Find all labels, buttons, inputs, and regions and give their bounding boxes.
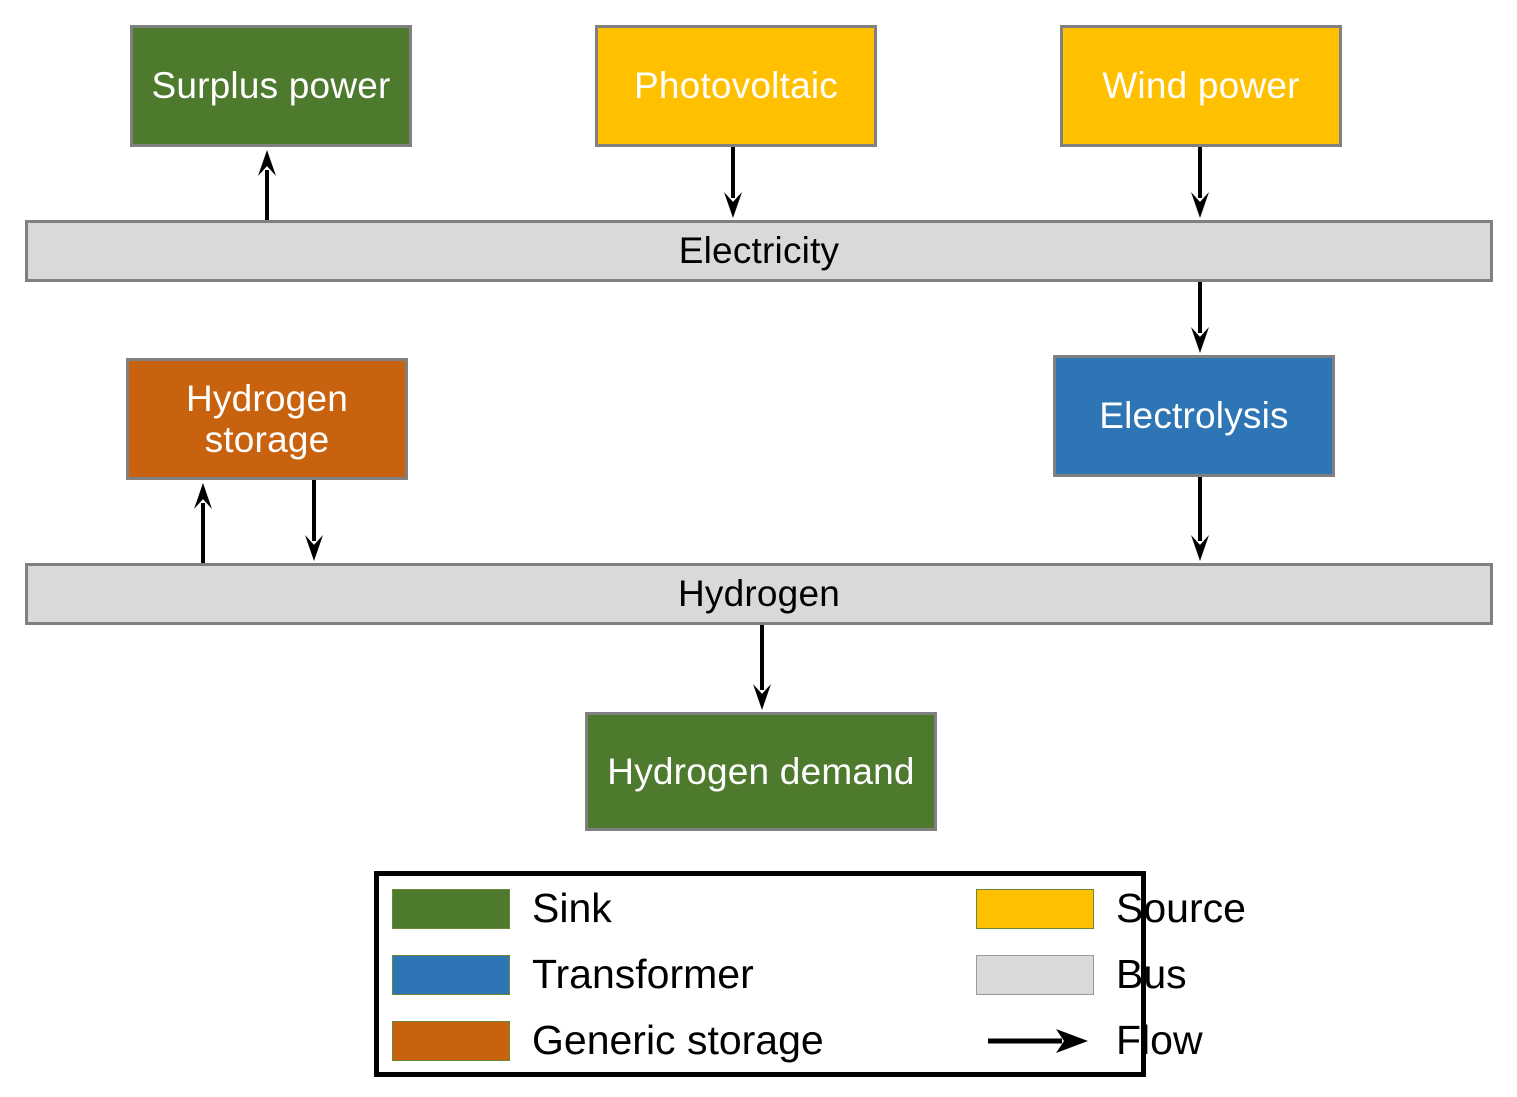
node-hydrogen-bus[interactable]: Hydrogen: [25, 563, 1493, 625]
flow-hydrogen-to-hydrogen-demand: [753, 625, 771, 710]
legend-label-flow: Flow: [1116, 1017, 1203, 1063]
node-label-electricity-bus: Electricity: [678, 230, 840, 272]
legend-flow-arrow-icon: [976, 1021, 1094, 1061]
legend-label-bus: Bus: [1116, 951, 1187, 997]
flow-hydrogen-to-hydrogen-storage: [194, 483, 212, 563]
node-label-wind-power: Wind power: [1102, 65, 1300, 107]
legend-swatch-bus: [976, 954, 1094, 995]
legend-swatch-generic-storage: [392, 1020, 510, 1061]
node-hydrogen-storage[interactable]: Hydrogen storage: [126, 358, 408, 480]
legend-swatch-transformer: [392, 954, 510, 995]
legend-item-sink: Sink: [392, 888, 612, 929]
flow-electricity-to-surplus-power: [258, 150, 276, 220]
flow-electrolysis-to-hydrogen: [1191, 477, 1209, 561]
legend-item-transformer: Transformer: [392, 954, 754, 995]
legend-item-bus: Bus: [976, 954, 1187, 995]
node-label-hydrogen-bus: Hydrogen: [677, 573, 841, 615]
node-photovoltaic[interactable]: Photovoltaic: [595, 25, 877, 147]
node-label-hydrogen-storage: Hydrogen storage: [185, 377, 349, 460]
node-wind-power[interactable]: Wind power: [1060, 25, 1342, 147]
legend-swatch-sink: [392, 888, 510, 929]
flow-hydrogen-storage-to-hydrogen: [305, 480, 323, 561]
flow-electricity-to-electrolysis: [1191, 282, 1209, 353]
node-surplus-power[interactable]: Surplus power: [130, 25, 412, 147]
legend-label-source: Source: [1116, 885, 1246, 931]
legend-swatch-source: [976, 888, 1094, 929]
node-label-surplus-power: Surplus power: [151, 65, 391, 107]
legend-item-source: Source: [976, 888, 1246, 929]
node-hydrogen-demand[interactable]: Hydrogen demand: [585, 712, 937, 831]
legend-item-flow: Flow: [976, 1020, 1203, 1061]
flow-photovoltaic-to-electricity: [724, 147, 742, 218]
node-label-photovoltaic: Photovoltaic: [634, 65, 838, 107]
flow-wind-power-to-electricity: [1191, 147, 1209, 218]
node-label-electrolysis: Electrolysis: [1099, 395, 1289, 437]
legend-label-sink: Sink: [532, 885, 612, 931]
node-electricity-bus[interactable]: Electricity: [25, 220, 1493, 282]
legend-label-generic-storage: Generic storage: [532, 1017, 824, 1063]
legend-label-transformer: Transformer: [532, 951, 754, 997]
node-electrolysis[interactable]: Electrolysis: [1053, 355, 1335, 477]
legend-item-generic-storage: Generic storage: [392, 1020, 824, 1061]
node-label-hydrogen-demand: Hydrogen demand: [607, 750, 915, 792]
